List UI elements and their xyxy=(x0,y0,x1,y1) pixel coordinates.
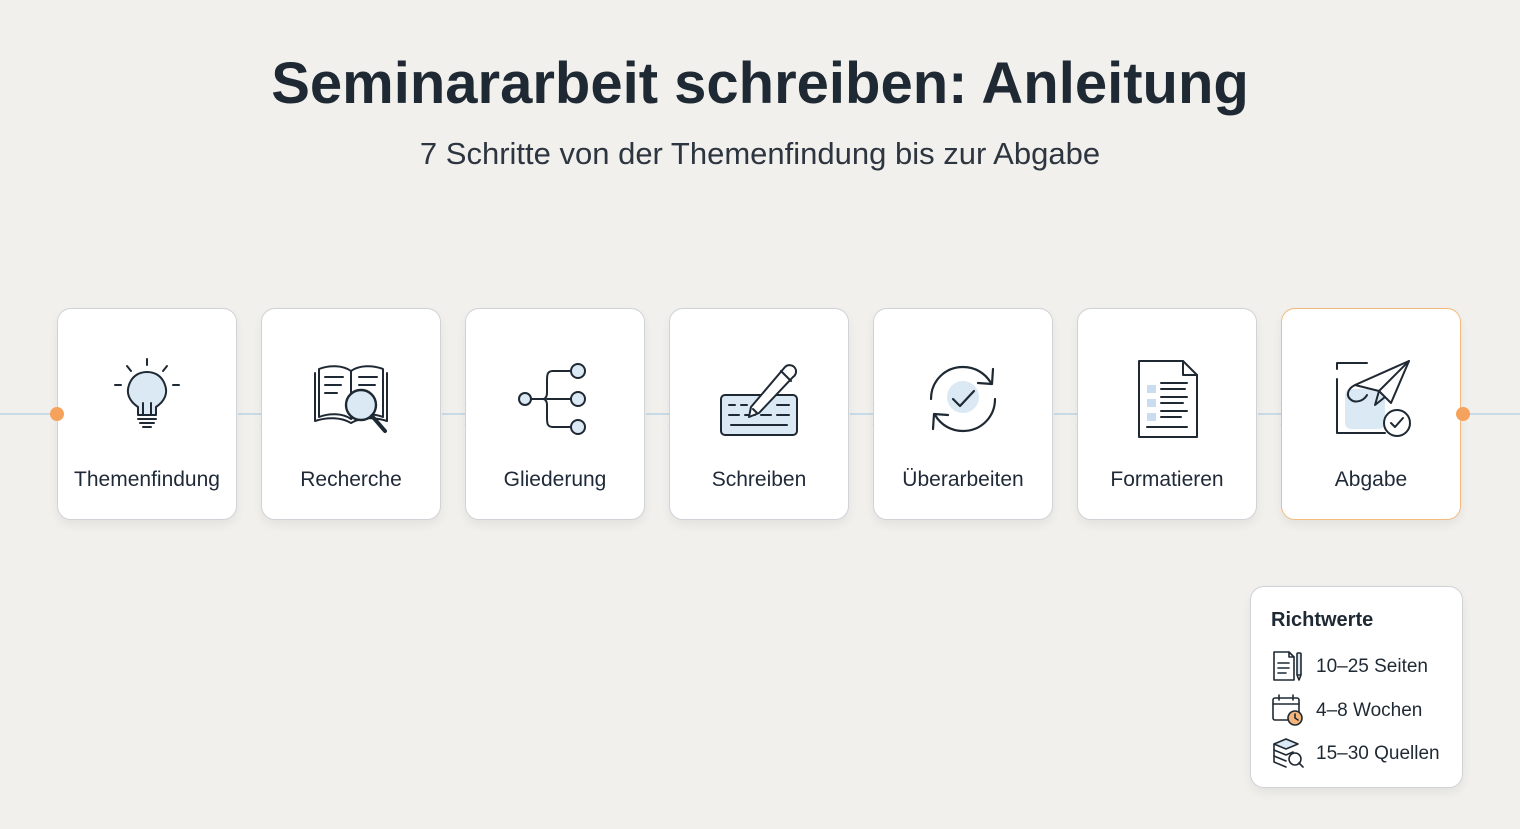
info-item-seiten: 10–25 Seiten xyxy=(1271,649,1456,683)
info-box-richtwerte: Richtwerte 10–25 Seiten xyxy=(1250,586,1463,788)
step-card-themenfindung xyxy=(57,308,237,520)
step-card-schreiben xyxy=(669,308,849,520)
step-label-schreiben: Schreiben xyxy=(711,468,807,491)
calendar-clock-icon xyxy=(1271,693,1305,727)
info-box-title: Richtwerte xyxy=(1271,609,1374,631)
info-item-text: 4–8 Wochen xyxy=(1316,700,1423,721)
step-label-ueberarbeiten: Überarbeiten xyxy=(902,468,1024,491)
refresh-check-icon xyxy=(919,355,1007,443)
keyboard-pen-icon xyxy=(715,355,803,443)
book-search-icon xyxy=(307,355,395,443)
step-card-recherche xyxy=(261,308,441,520)
lightbulb-icon xyxy=(103,355,191,443)
structure-tree-icon xyxy=(511,355,599,443)
info-item-text: 10–25 Seiten xyxy=(1316,656,1428,677)
step-label-themenfindung: Themenfindung xyxy=(74,468,220,491)
step-label-gliederung: Gliederung xyxy=(503,468,607,491)
info-item-text: 15–30 Quellen xyxy=(1316,743,1440,764)
books-search-icon xyxy=(1271,736,1305,770)
info-item-wochen: 4–8 Wochen xyxy=(1271,693,1456,727)
page-title: Seminararbeit schreiben: Anleitung xyxy=(271,51,1249,116)
step-card-abgabe xyxy=(1281,308,1461,520)
step-label-abgabe: Abgabe xyxy=(1334,468,1408,491)
page-subtitle: 7 Schritte von der Themenfindung bis zur… xyxy=(419,136,1101,171)
step-label-recherche: Recherche xyxy=(300,468,402,491)
info-item-quellen: 15–30 Quellen xyxy=(1271,736,1456,770)
step-card-formatieren xyxy=(1077,308,1257,520)
document-list-icon xyxy=(1123,355,1211,443)
step-card-ueberarbeiten xyxy=(873,308,1053,520)
step-card-gliederung xyxy=(465,308,645,520)
document-pencil-icon xyxy=(1271,649,1305,683)
step-label-formatieren: Formatieren xyxy=(1110,468,1224,491)
process-steps: Themenfindung Recherche Gliederung Schre… xyxy=(57,308,1463,522)
paper-plane-check-icon xyxy=(1327,355,1415,443)
